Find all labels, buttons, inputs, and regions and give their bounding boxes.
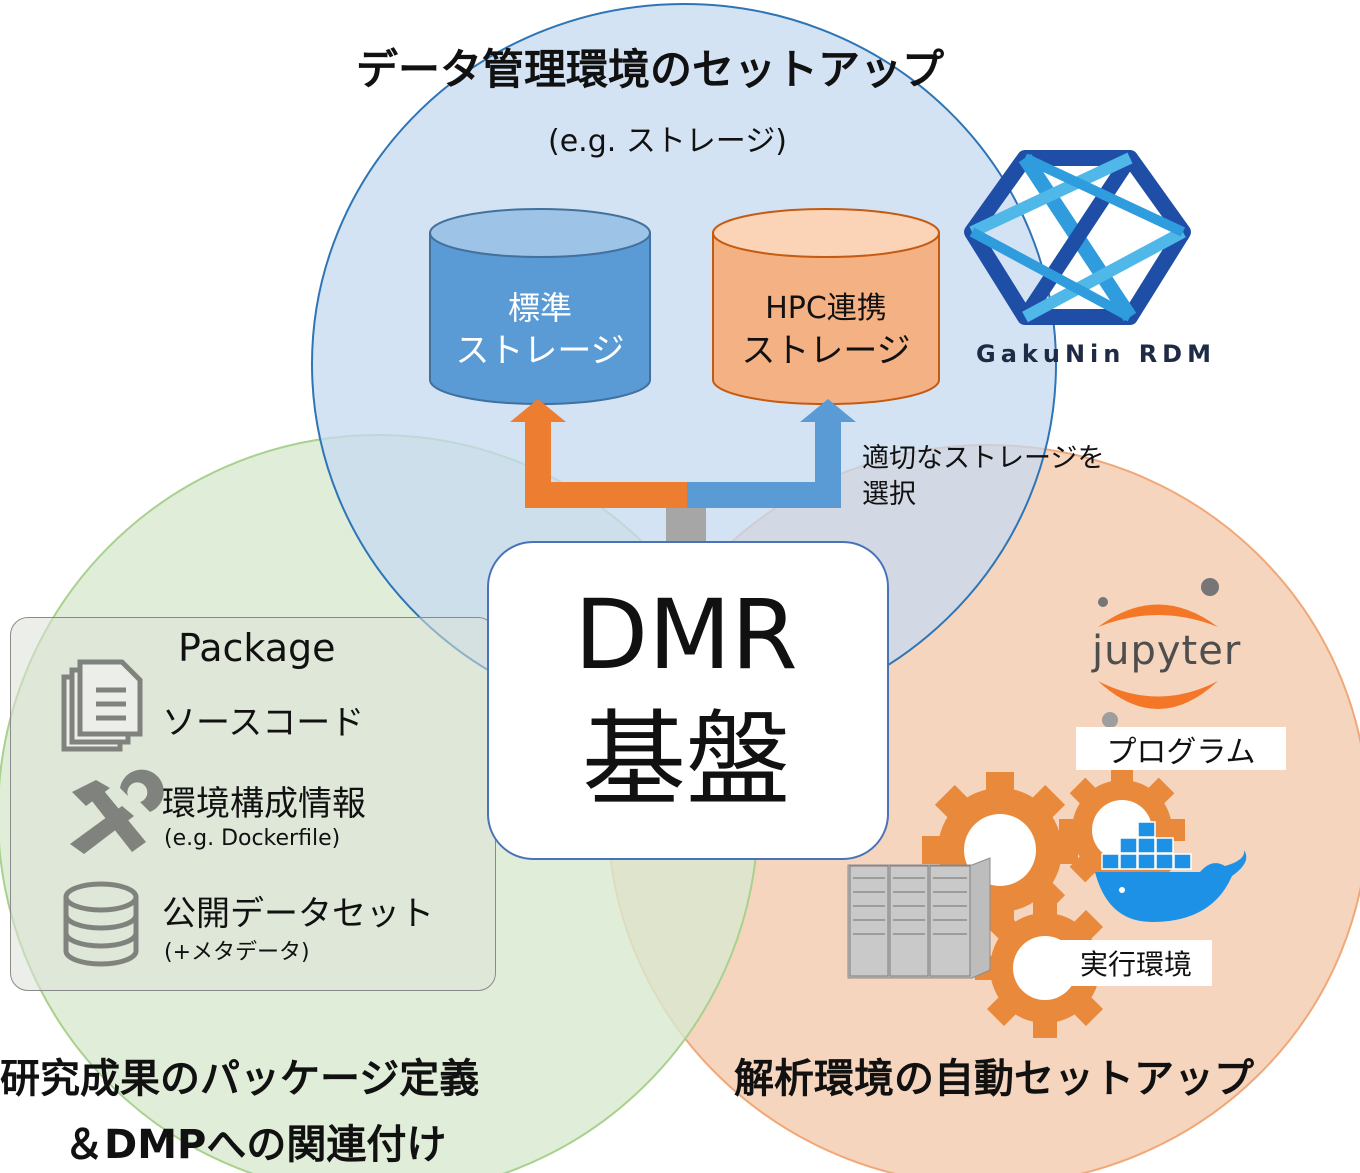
program-label: プログラム [1106,734,1256,770]
platform-label: 基盤 [581,699,790,821]
gray-connector [666,508,706,542]
package-title: Package [178,626,336,670]
analysis-environment-title: 解析環境の自動セットアップ [734,1056,1254,1102]
package-item-dataset-note: (+メタデータ) [164,940,310,965]
hpc-storage-label-2: ストレージ [741,331,911,371]
data-management-title: データ管理環境のセットアップ [356,45,945,94]
program-label-box: プログラム [1076,727,1286,770]
server-rack-icon [847,857,991,979]
gakunin-logo [964,150,1191,325]
docker-icon [1095,821,1247,922]
exec-env-label-box: 実行環境 [1060,940,1212,986]
hpc-storage-cylinder [712,208,940,405]
standard-storage-label-1: 標準 [507,289,572,327]
dmr-label: DMR [574,579,798,691]
orange-arrow [510,399,687,508]
jupyter-label: jupyter [1092,628,1242,674]
package-definition-title-2: ＆DMPへの関連付け [64,1122,447,1168]
package-definition-title-1: 研究成果のパッケージ定義 [0,1056,480,1102]
package-item-environment-note: (e.g. Dockerfile) [164,826,341,851]
dmr-platform-box [487,541,889,860]
select-storage-label-2: 選択 [862,479,916,510]
exec-env-label: 実行環境 [1079,948,1192,981]
package-item-source-code: ソースコード [162,703,365,743]
hpc-storage-label-1: HPC連携 [765,291,887,326]
jupyter-logo [1098,578,1219,728]
package-item-dataset: 公開データセット [162,894,434,934]
data-management-subtitle: (e.g. ストレージ) [548,124,787,159]
standard-storage-label-2: ストレージ [455,331,625,371]
gakunin-rdm-label: GakuNin RDM [976,340,1216,368]
select-storage-label-1: 適切なストレージを [862,443,1105,474]
blue-arrow [687,399,856,508]
package-item-environment: 環境構成情報 [162,784,366,824]
package-panel [10,617,496,991]
standard-storage-cylinder [429,208,651,405]
